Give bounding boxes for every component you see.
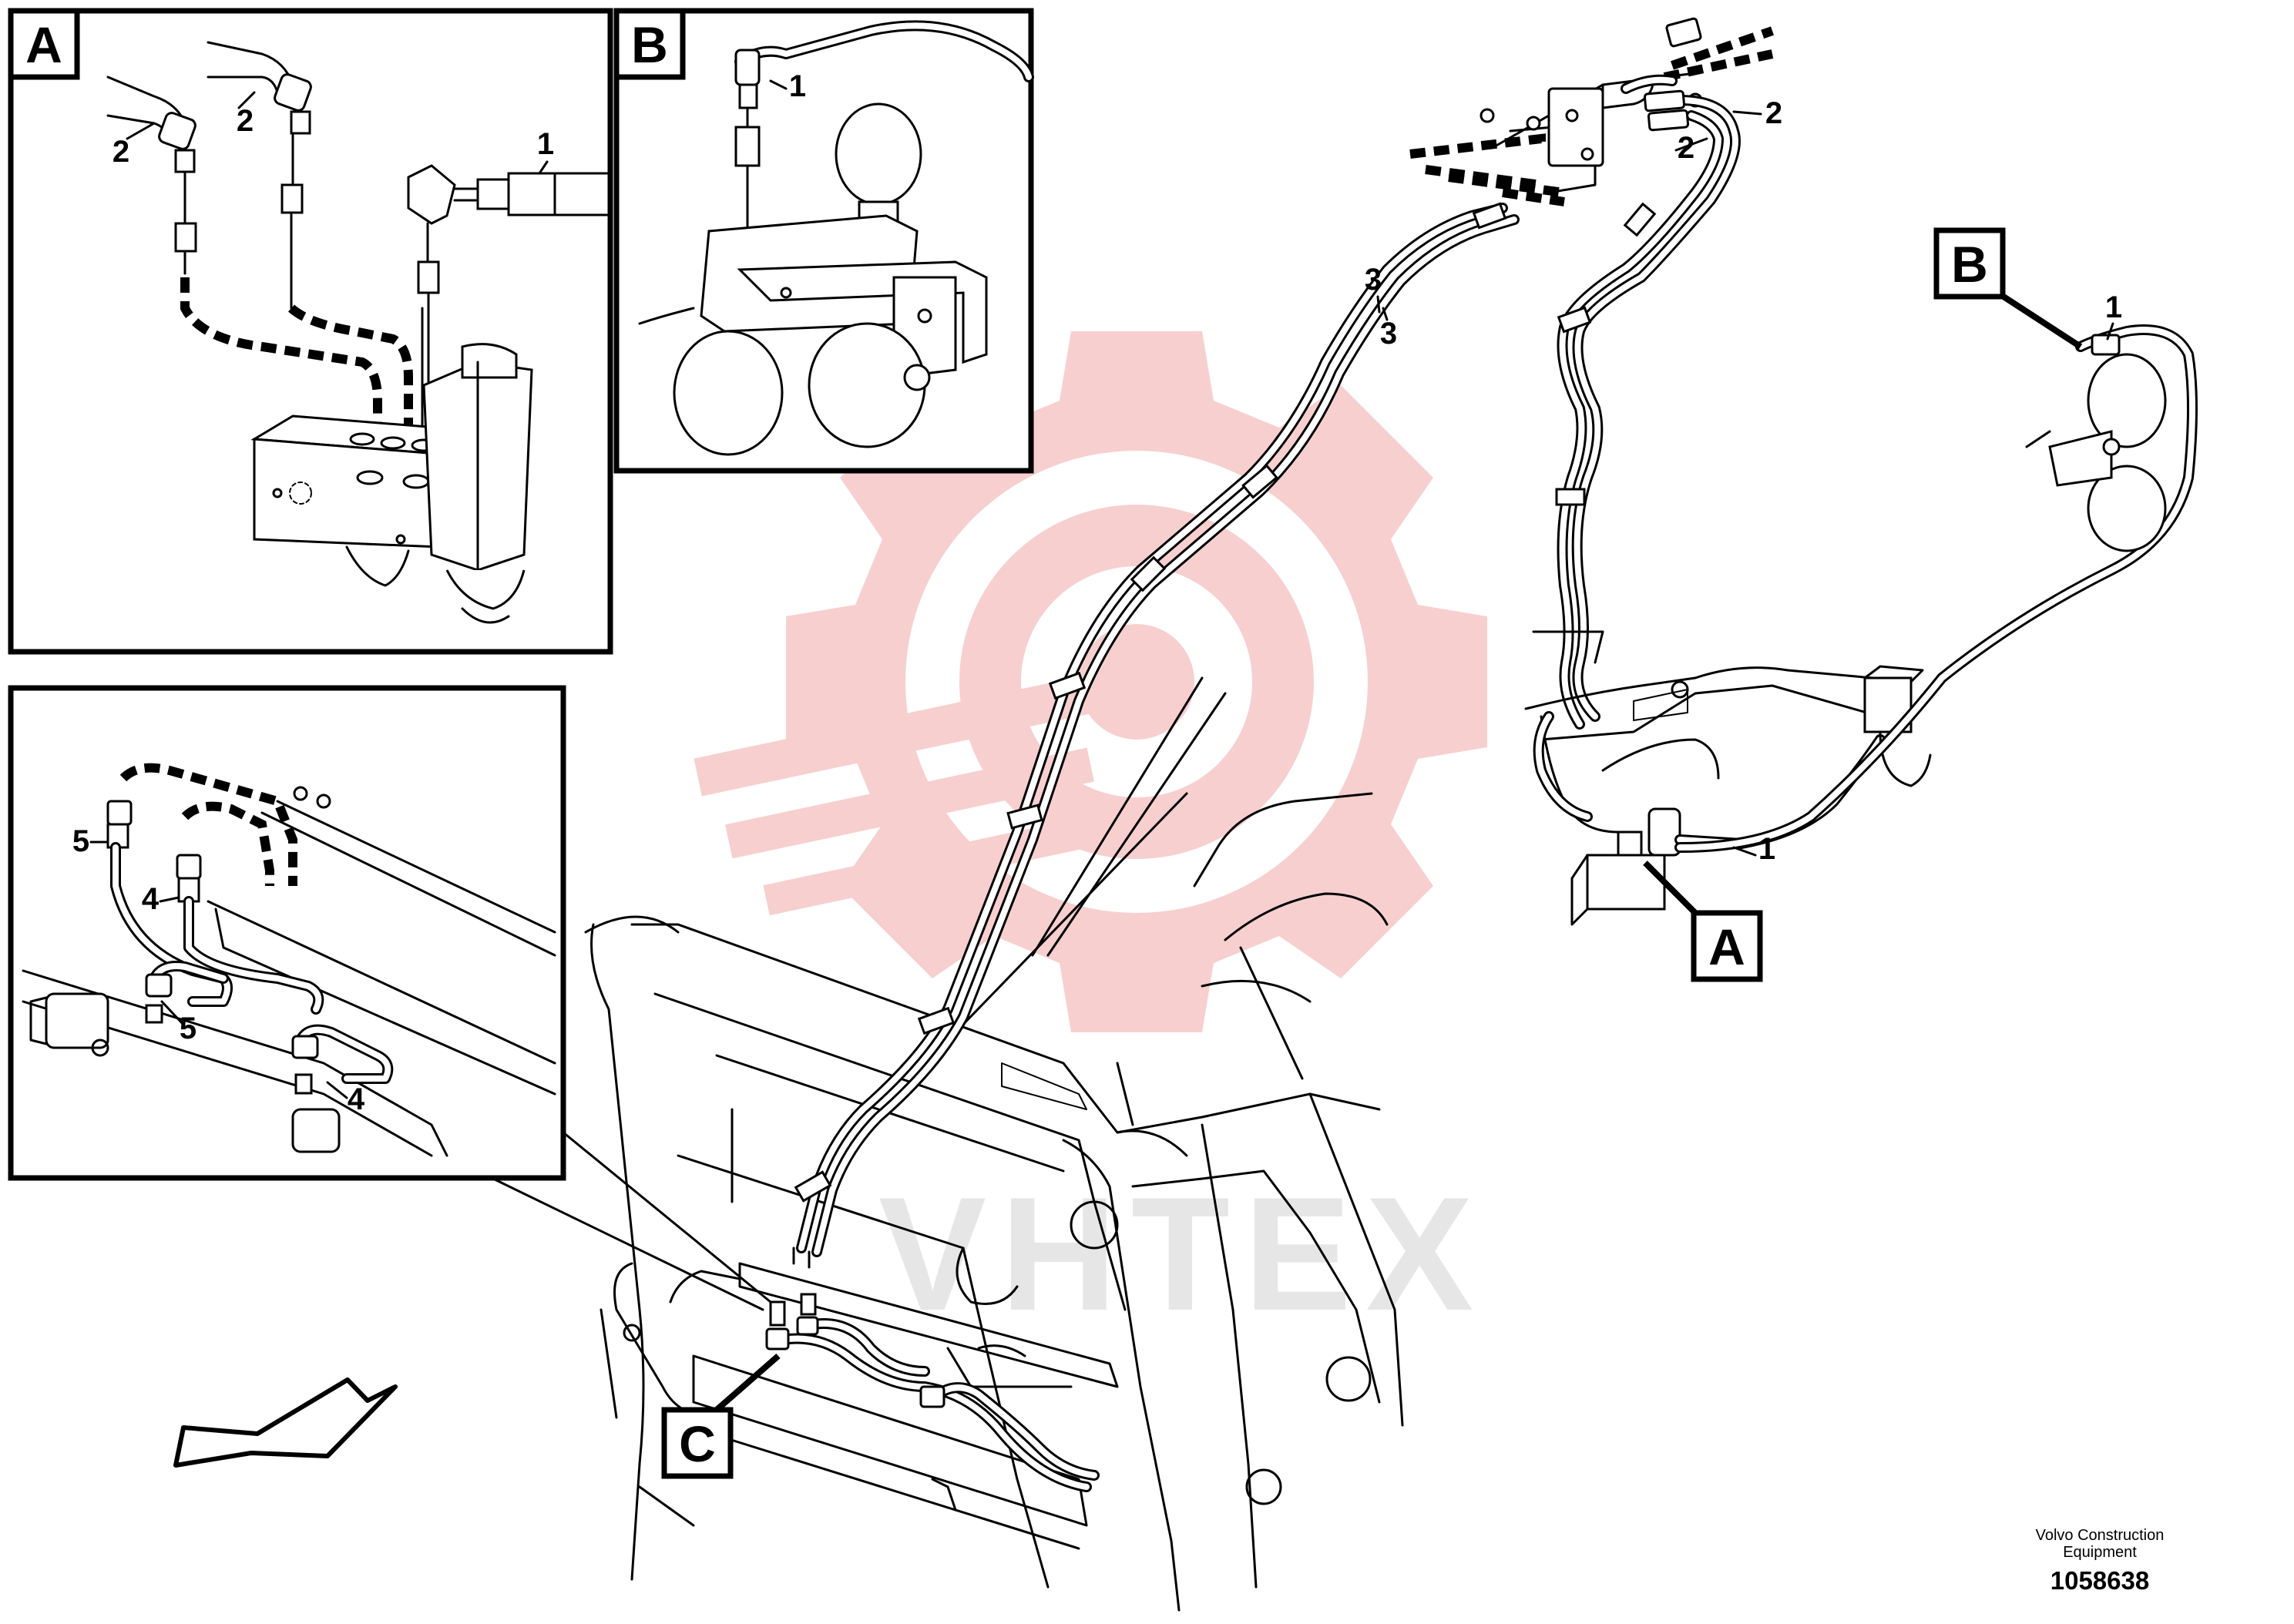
watermark-gear-logo [694, 331, 1487, 1032]
accumulator-main [2025, 334, 2167, 552]
panel-a-callout-1: 1 [537, 127, 554, 161]
footer-company: Volvo Construction Equipment [2035, 1527, 2165, 1561]
upper-bracket [1409, 17, 1774, 206]
loader-frame [584, 676, 1404, 1612]
panel-c-callout-4-bottom: 4 [348, 1082, 365, 1116]
footer-part-number: 1058638 [2050, 1566, 2150, 1595]
panel-a-callout-2-right: 2 [237, 104, 254, 138]
valve-assembly-main [1524, 665, 1932, 926]
panel-c-callout-5-top: 5 [72, 824, 89, 858]
callout-2-lower: 2 [1678, 131, 1694, 165]
callout-3-lower: 3 [1380, 317, 1397, 351]
callout-1-b: 1 [2105, 290, 2122, 324]
callout-2-upper: 2 [1765, 96, 1782, 130]
lower-hoses [765, 1293, 1100, 1512]
badge-a: A [1643, 861, 1763, 982]
panel-a-label: A [25, 16, 62, 73]
callout-1-right: 1 [1758, 832, 1775, 866]
badge-a-label: A [1708, 918, 1745, 975]
callout-3-upper: 3 [1365, 263, 1382, 297]
panel-a: A [8, 8, 613, 655]
badge-b: B [1933, 227, 2083, 350]
badge-b-label: B [1951, 236, 1988, 293]
panel-c-callout-4-top: 4 [142, 882, 160, 916]
direction-arrow [173, 1377, 398, 1468]
panel-b: B [613, 8, 1034, 474]
hose-bundle-2 [1532, 89, 1741, 730]
panel-a-callout-2-left: 2 [113, 135, 129, 169]
panel-b-callout-1: 1 [789, 69, 806, 103]
hose-1 [1674, 324, 2198, 853]
badge-c-label: C [679, 1415, 716, 1472]
panel-c-callout-5-bottom: 5 [180, 1012, 196, 1045]
panel-c [8, 685, 566, 1181]
badge-c: C [661, 1353, 781, 1479]
cross-beam [600, 1262, 1119, 1550]
panel-b-label: B [631, 16, 668, 73]
hose-bundle-3 [792, 202, 1520, 1269]
